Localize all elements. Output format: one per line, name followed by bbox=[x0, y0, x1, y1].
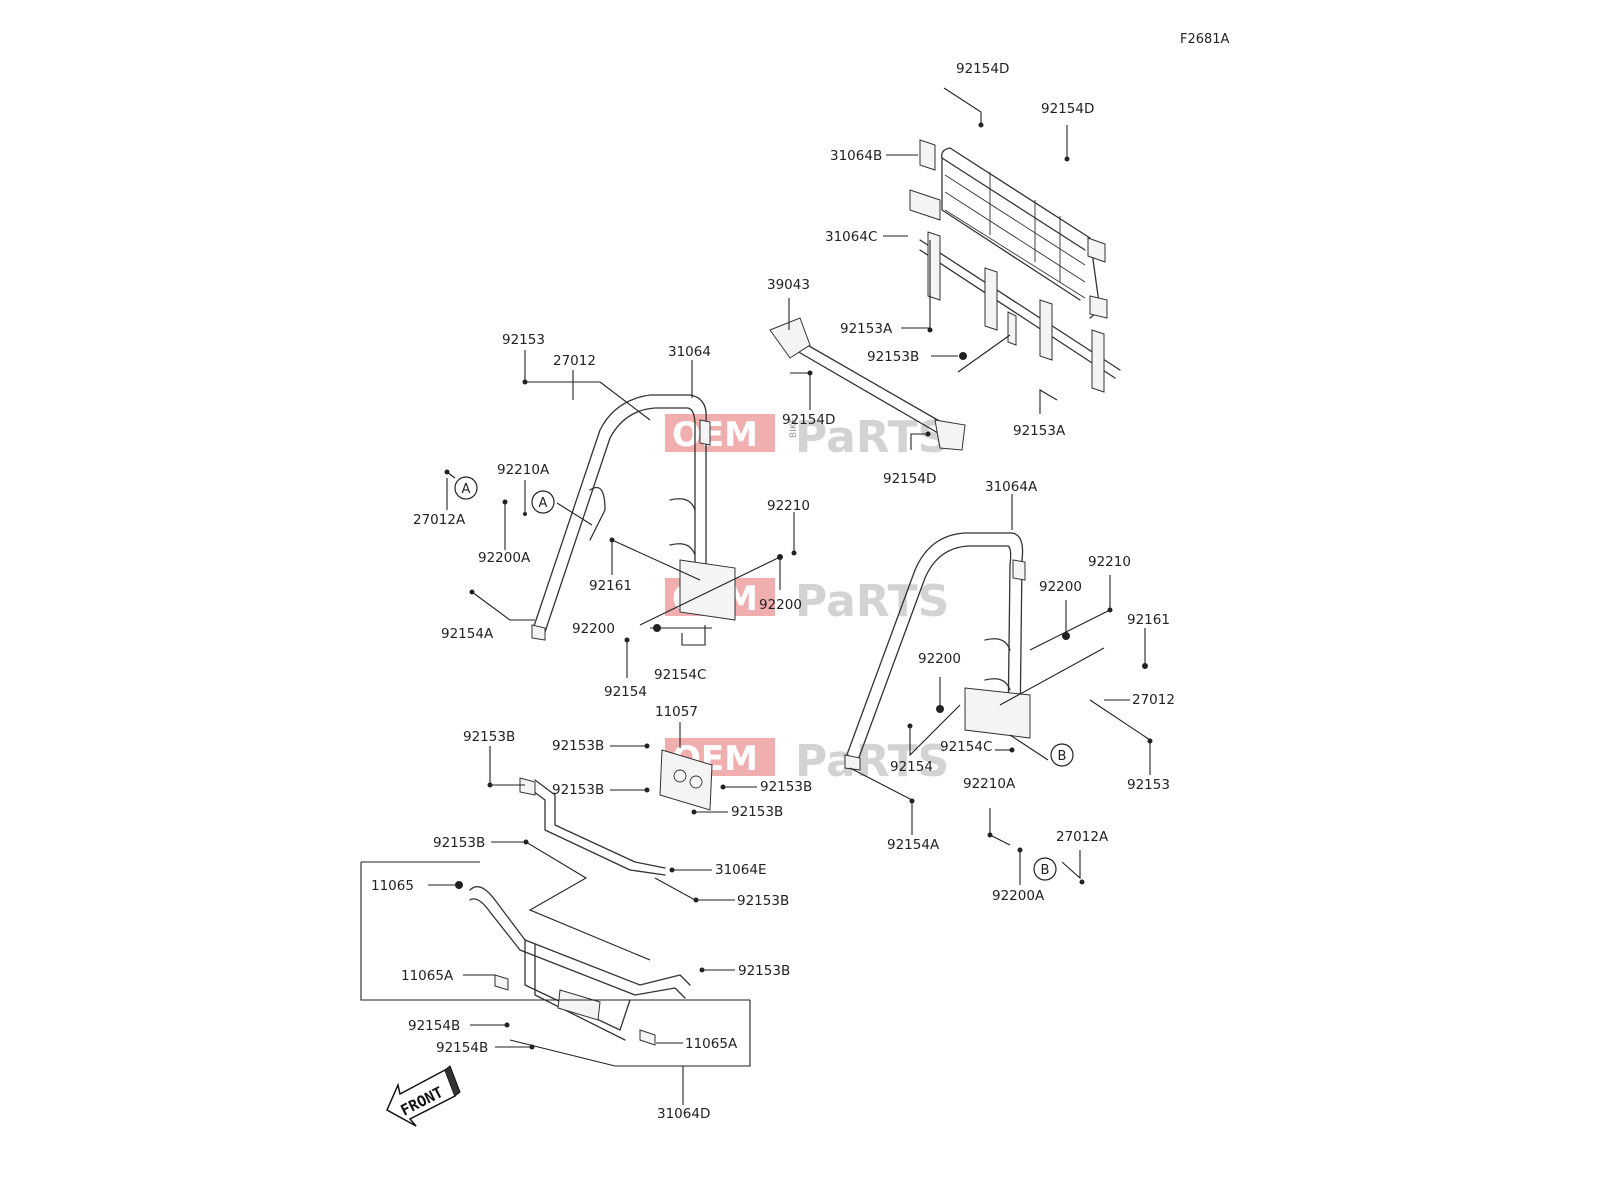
part-label-27012: 27012 bbox=[553, 353, 596, 369]
svg-text:B: B bbox=[1058, 749, 1067, 764]
part-label-31064: 31064 bbox=[668, 344, 711, 360]
cross-bar-drawing bbox=[769, 317, 966, 451]
part-label-92200: 92200 bbox=[572, 621, 615, 637]
part-label-92153: 92153 bbox=[1127, 777, 1170, 793]
part-label-92210: 92210 bbox=[767, 498, 810, 514]
callout-a-right: A bbox=[531, 490, 555, 514]
front-brace-drawing bbox=[519, 777, 666, 876]
part-label-92153b: 92153B bbox=[737, 893, 789, 909]
part-label-92154b: 92154B bbox=[408, 1018, 460, 1034]
part-label-92210: 92210 bbox=[1088, 554, 1131, 570]
part-label-27012a: 27012A bbox=[413, 512, 466, 528]
callout-b-upper: B bbox=[1050, 743, 1074, 767]
callout-b-lower: B bbox=[1033, 857, 1057, 881]
part-label-92153b: 92153B bbox=[552, 782, 604, 798]
part-label-92200: 92200 bbox=[759, 597, 802, 613]
part-label-31064b: 31064B bbox=[830, 148, 882, 164]
part-label-92153b: 92153B bbox=[867, 349, 919, 365]
part-label-27012: 27012 bbox=[1132, 692, 1175, 708]
part-label-31064c: 31064C bbox=[825, 229, 877, 245]
part-label-92200: 92200 bbox=[1039, 579, 1082, 595]
watermark-parts: PaRTS bbox=[795, 412, 949, 463]
part-label-31064a: 31064A bbox=[985, 479, 1038, 495]
part-label-92154: 92154 bbox=[604, 684, 647, 700]
part-label-92153b: 92153B bbox=[463, 729, 515, 745]
part-label-92154b: 92154B bbox=[436, 1040, 488, 1056]
part-label-92210a: 92210A bbox=[497, 462, 550, 478]
part-label-92153b: 92153B bbox=[433, 835, 485, 851]
svg-text:A: A bbox=[539, 496, 548, 511]
part-label-39043: 39043 bbox=[767, 277, 810, 293]
svg-text:A: A bbox=[462, 482, 471, 497]
front-direction-arrow: FRONT bbox=[386, 1065, 461, 1127]
part-label-11065a: 11065A bbox=[685, 1036, 738, 1052]
part-label-92200: 92200 bbox=[918, 651, 961, 667]
part-label-92210a: 92210A bbox=[963, 776, 1016, 792]
rack-mount-rail-drawing bbox=[919, 231, 1121, 393]
part-label-92154c: 92154C bbox=[654, 667, 706, 683]
part-label-92154a: 92154A bbox=[441, 626, 494, 642]
part-label-92200a: 92200A bbox=[992, 888, 1045, 904]
part-label-11057: 11057 bbox=[655, 704, 698, 720]
part-label-27012a: 27012A bbox=[1056, 829, 1109, 845]
part-label-92154a: 92154A bbox=[887, 837, 940, 853]
right-rollbar-drawing bbox=[844, 532, 1031, 771]
watermark-parts: PaRTS bbox=[795, 576, 949, 627]
figure-reference: F2681A bbox=[1180, 32, 1230, 47]
part-label-31064d: 31064D bbox=[657, 1106, 710, 1122]
part-label-92200a: 92200A bbox=[478, 550, 531, 566]
left-rollbar-drawing bbox=[531, 394, 736, 641]
part-label-92154d: 92154D bbox=[883, 471, 936, 487]
part-label-92153b: 92153B bbox=[760, 779, 812, 795]
part-label-11065: 11065 bbox=[371, 878, 414, 894]
part-label-11065a: 11065A bbox=[401, 968, 454, 984]
part-label-92161: 92161 bbox=[589, 578, 632, 594]
mount-plate-drawing bbox=[659, 749, 713, 811]
part-label-92154d: 92154D bbox=[1041, 101, 1094, 117]
part-label-92154d: 92154D bbox=[956, 61, 1009, 77]
part-label-92153a: 92153A bbox=[1013, 423, 1066, 439]
part-label-92153b: 92153B bbox=[731, 804, 783, 820]
watermark-oem: OEM bbox=[672, 415, 758, 455]
front-bumper-drawing bbox=[469, 886, 691, 1046]
watermark-1: OEM BIKE PaRTS bbox=[665, 412, 949, 463]
part-label-92154c: 92154C bbox=[940, 739, 992, 755]
part-labels: 92154D 92154D 31064B 31064C 39043 92153A… bbox=[371, 61, 1175, 1122]
part-label-92153: 92153 bbox=[502, 332, 545, 348]
svg-text:B: B bbox=[1041, 863, 1050, 878]
part-label-92153b: 92153B bbox=[738, 963, 790, 979]
watermark-parts: PaRTS bbox=[795, 736, 949, 787]
part-label-92161: 92161 bbox=[1127, 612, 1170, 628]
part-label-92153b: 92153B bbox=[552, 738, 604, 754]
leader-lines bbox=[360, 87, 1153, 1105]
callout-a-left: A bbox=[454, 476, 478, 500]
part-label-31064e: 31064E bbox=[715, 862, 766, 878]
rear-cargo-rack-drawing bbox=[909, 139, 1108, 319]
part-label-92154d: 92154D bbox=[782, 412, 835, 428]
part-label-92153a: 92153A bbox=[840, 321, 893, 337]
part-label-92154: 92154 bbox=[890, 759, 933, 775]
watermark-bike: BIKE bbox=[789, 417, 799, 438]
